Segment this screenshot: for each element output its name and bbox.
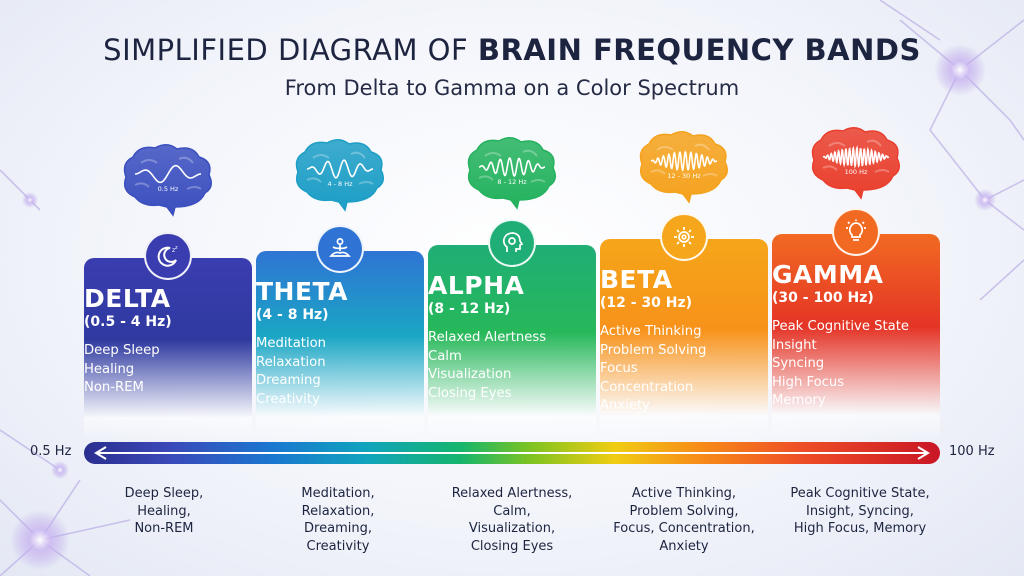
spectrum-arrow — [94, 446, 930, 460]
description-line: Deep Sleep, — [124, 486, 204, 501]
description-line: Meditation, — [301, 486, 375, 501]
band-card — [428, 245, 596, 440]
description-line: Closing Eyes — [470, 538, 554, 554]
band-name: BETA — [600, 265, 673, 294]
band-alpha: 8 - 12 Hz ALPHA(8 - 12 Hz) Relaxed Alertne… — [428, 134, 596, 440]
brain-frequency-label: 0.5 Hz — [157, 185, 179, 193]
description-line: Active Thinking, — [631, 486, 737, 501]
band-range: (8 - 12 Hz) — [428, 301, 511, 317]
trait-item: Peak Cognitive State — [772, 319, 910, 334]
trait-item: Dreaming — [256, 373, 321, 389]
band-card — [256, 251, 424, 440]
band-name: ALPHA — [428, 271, 525, 300]
description-line: Creativity — [306, 538, 370, 554]
brain-frequency-label: 8 - 12 Hz — [497, 178, 527, 186]
description-line: Relaxation, — [301, 503, 375, 519]
trait-item: Deep Sleep — [84, 343, 160, 358]
description-line: Focus, Concentration, — [613, 521, 755, 537]
description-line: Peak Cognitive State, — [790, 486, 930, 501]
trait-item: Calm — [428, 348, 462, 364]
band-name: GAMMA — [772, 260, 884, 289]
brain-wave-icon: 4 - 8 Hz — [293, 136, 387, 212]
band-beta: 12 - 30 Hz BETA(12 - 30 Hz) Active Thinkin… — [600, 128, 768, 440]
band-range: (12 - 30 Hz) — [600, 295, 693, 311]
page-title: SIMPLIFIED DIAGRAM OF BRAIN FREQUENCY BA… — [103, 33, 921, 67]
brain-wave-icon: 8 - 12 Hz — [465, 134, 559, 210]
trait-item: Active Thinking — [600, 324, 702, 339]
description-line: Relaxed Alertness, — [451, 486, 573, 501]
svg-text:z: z — [175, 245, 178, 251]
page-subtitle: From Delta to Gamma on a Color Spectrum — [284, 76, 740, 100]
description-line: Healing, — [137, 503, 191, 519]
brain-frequency-label: 4 - 8 Hz — [327, 180, 353, 188]
band-description-gamma: Peak Cognitive State, Insight, Syncing, Hi… — [774, 485, 946, 538]
spectrum-start-label: 0.5 Hz — [30, 444, 72, 459]
description-line: Anxiety — [659, 538, 709, 554]
focus-gear-icon — [660, 213, 708, 261]
trait-item: Healing — [84, 361, 135, 377]
brain-frequency-label: 100 Hz — [844, 168, 868, 176]
trait-item: Syncing — [772, 356, 825, 372]
meditation-icon — [316, 225, 364, 273]
trait-item: Visualization — [428, 367, 512, 383]
trait-item: Focus — [600, 361, 638, 377]
band-card — [84, 258, 252, 440]
band-gamma: 100 Hz GAMMA(30 - 100 Hz) Peak Cognitive S… — [772, 124, 940, 440]
band-card — [600, 239, 768, 440]
band-range: (0.5 - 4 Hz) — [84, 314, 172, 330]
description-line: Calm, — [493, 503, 531, 519]
trait-item: Creativity — [256, 391, 320, 407]
trait-item: Anxiety — [600, 398, 650, 414]
description-line: Dreaming, — [304, 521, 372, 537]
band-name: DELTA — [84, 284, 171, 313]
description-line: Visualization, — [468, 521, 556, 537]
trait-item: High Focus — [772, 374, 845, 390]
lightbulb-icon — [832, 208, 880, 256]
band-range: (30 - 100 Hz) — [772, 290, 874, 306]
brain-wave-icon: 100 Hz — [809, 124, 903, 200]
trait-item: Relaxation — [256, 354, 326, 370]
brain-wave-icon: 12 - 30 Hz — [637, 128, 731, 204]
brain-frequency-label: 12 - 30 Hz — [667, 172, 701, 180]
head-gear-icon — [488, 219, 536, 267]
band-description-delta: Deep Sleep, Healing, Non-REM — [78, 485, 250, 538]
description-line: Non-REM — [134, 521, 194, 537]
trait-item: Memory — [772, 393, 826, 409]
band-name: THETA — [256, 277, 349, 306]
band-range: (4 - 8 Hz) — [256, 307, 329, 323]
trait-item: Non-REM — [84, 380, 144, 396]
description-line: High Focus, Memory — [793, 521, 927, 537]
trait-item: Relaxed Alertness — [428, 330, 547, 345]
band-description-alpha: Relaxed Alertness, Calm, Visualization,Clo… — [426, 485, 598, 555]
spectrum-end-label: 100 Hz — [949, 444, 995, 459]
trait-item: Concentration — [600, 379, 694, 395]
trait-item: Insight — [772, 337, 817, 353]
band-card — [772, 234, 940, 440]
svg-text:z: z — [172, 247, 175, 254]
frequency-spectrum-bar — [84, 442, 940, 464]
band-description-beta: Active Thinking, Problem Solving, Focus, C… — [598, 485, 770, 555]
brain-wave-icon: 0.5 Hz — [121, 141, 215, 217]
trait-item: Closing Eyes — [428, 385, 512, 401]
trait-item: Meditation — [256, 336, 327, 351]
band-description-theta: Meditation, Relaxation, Dreaming,Creativit… — [252, 485, 424, 555]
description-line: Problem Solving, — [629, 503, 739, 519]
trait-item: Problem Solving — [600, 342, 707, 358]
description-line: Insight, Syncing, — [806, 503, 914, 519]
